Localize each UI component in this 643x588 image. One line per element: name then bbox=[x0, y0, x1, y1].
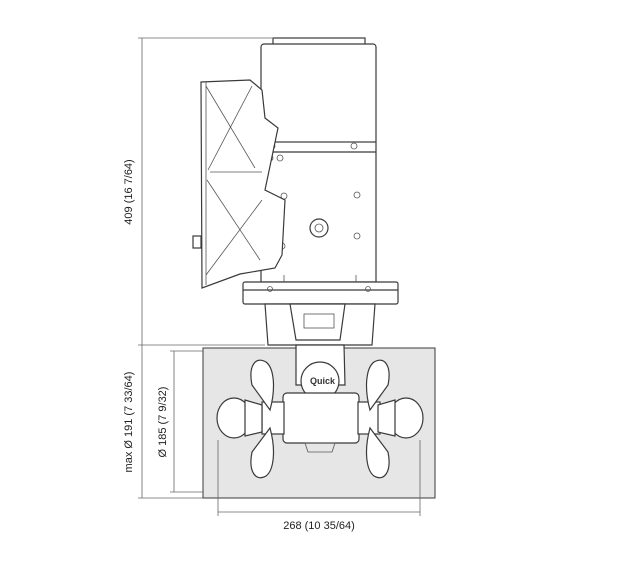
control-box bbox=[200, 79, 286, 289]
diameter-dimension bbox=[170, 350, 203, 493]
brand-logo: Quick bbox=[310, 376, 336, 386]
left-propeller-blade-upper bbox=[250, 359, 275, 412]
width-dimension-label: 268 (10 35/64) bbox=[283, 520, 355, 532]
max-diameter-dimension bbox=[138, 345, 203, 499]
lower-gear-housing bbox=[282, 392, 360, 444]
diameter-dimension-label: Ø 185 (7 9/32) bbox=[157, 387, 169, 458]
left-shaft-section bbox=[261, 401, 285, 435]
left-propeller-blade-lower bbox=[250, 426, 275, 479]
mounting-flange bbox=[242, 281, 399, 305]
right-propeller-root bbox=[377, 399, 396, 437]
leg-shaft-cover bbox=[289, 303, 346, 341]
max-diameter-dimension-label: max Ø 191 (7 33/64) bbox=[123, 372, 135, 473]
height-dimension bbox=[138, 37, 272, 346]
motor-connector bbox=[309, 218, 329, 238]
height-dimension-label: 409 (16 7/64) bbox=[123, 159, 135, 224]
right-propeller-blade-upper bbox=[365, 359, 390, 412]
width-dimension bbox=[217, 440, 421, 516]
right-propeller-blade-lower bbox=[365, 426, 390, 479]
control-box-connector bbox=[192, 235, 202, 249]
left-propeller-root bbox=[244, 399, 263, 437]
